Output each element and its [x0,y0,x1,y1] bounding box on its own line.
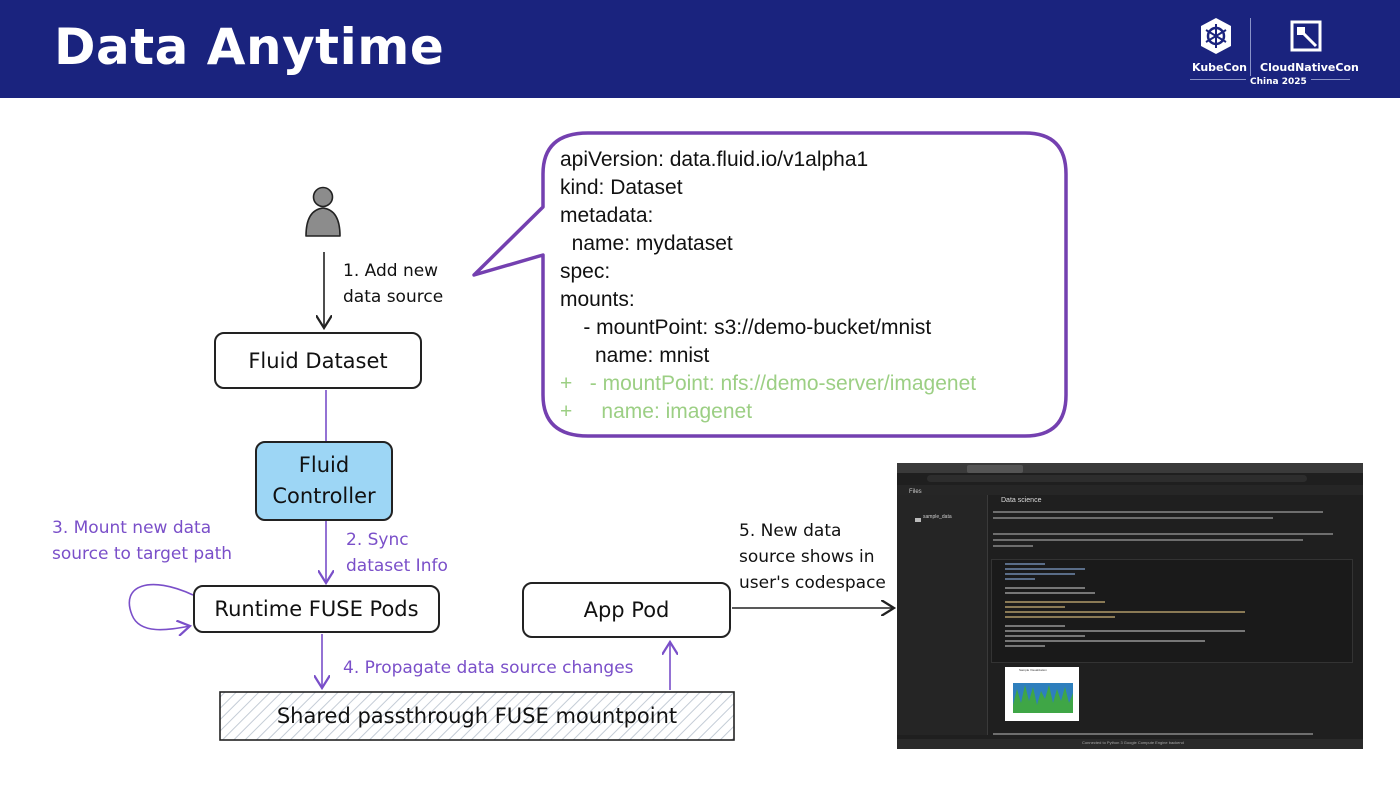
shared-mountpoint-box: Shared passthrough FUSE mountpoint [276,704,678,728]
colab-toolbar [897,485,1363,495]
text-line [993,517,1273,519]
status-bar [897,739,1363,749]
code-line [1005,592,1095,594]
status-text: Connected to Python 3 Google Compute Eng… [1082,740,1184,745]
code-line [1005,611,1245,613]
code-line [1005,587,1085,589]
yaml-line: metadata: [560,204,654,227]
yaml-line: name: mydataset [560,232,733,255]
code-line [1005,601,1105,603]
yaml-added-line: + name: imagenet [560,400,753,423]
cloudnativecon-label: CloudNativeCon [1260,61,1359,74]
kubecon-label: KubeCon [1192,61,1247,74]
logo-divider [1250,18,1251,76]
text-line [993,533,1333,535]
text-line [993,511,1323,513]
fluid-dataset-box: Fluid Dataset [214,332,422,389]
yaml-added-line: + - mountPoint: nfs://demo-server/imagen… [560,372,977,395]
section-heading: Data science [1001,497,1042,504]
code-line [1005,635,1085,637]
header-bar: Data Anytime KubeCon CloudNativeCon Chin… [0,0,1400,98]
output-plot-graphic [1013,683,1073,713]
kubecon-logo-icon [1201,18,1231,54]
step5-label: 5. New data source shows in user's codes… [739,521,886,593]
code-line [1005,568,1085,570]
page-title: Data Anytime [54,18,445,76]
step1-label: 1. Add new data source [343,261,444,307]
address-bar [927,475,1307,482]
folder-item-sample-data: sample_data [923,514,952,520]
code-line [1005,640,1205,642]
step2-label: 2. Sync dataset Info [346,530,448,576]
yaml-line: kind: Dataset [560,176,683,199]
event-subtitle: China 2025 [1246,77,1311,87]
code-line [1005,616,1115,618]
fluid-controller-box: Fluid Controller [255,441,393,521]
step4-label: 4. Propagate data source changes [343,658,634,678]
browser-tab-active [967,465,1023,473]
files-sidebar [897,495,988,735]
code-line [1005,563,1045,565]
code-line [1005,606,1065,608]
cloudnativecon-logo-icon [1290,20,1322,52]
text-line [993,733,1313,735]
app-pod-box: App Pod [522,582,731,638]
yaml-line: apiVersion: data.fluid.io/v1alpha1 [560,148,869,171]
runtime-fuse-pods-box: Runtime FUSE Pods [193,585,440,633]
output-plot-title: Sample Visualization [1019,668,1047,672]
dataset-yaml: apiVersion: data.fluid.io/v1alpha1 kind: … [560,146,976,426]
text-line [993,545,1033,547]
code-line [1005,630,1245,632]
codespace-screenshot: Files sample_data Data science Sample Vi… [897,463,1363,749]
output-plot: Sample Visualization [1005,667,1079,721]
yaml-line: - mountPoint: s3://demo-bucket/mnist [560,316,932,339]
user-icon [305,186,341,237]
yaml-line: name: mnist [560,344,710,367]
files-sidebar-title: Files [909,489,922,495]
text-line [993,539,1303,541]
code-line [1005,573,1075,575]
yaml-line: spec: [560,260,611,283]
folder-icon [915,518,921,522]
code-line [1005,578,1035,580]
browser-tab-bar [897,463,1363,473]
code-line [1005,645,1045,647]
code-line [1005,625,1065,627]
yaml-line: mounts: [560,288,635,311]
step3-label: 3. Mount new data source to target path [52,518,233,564]
